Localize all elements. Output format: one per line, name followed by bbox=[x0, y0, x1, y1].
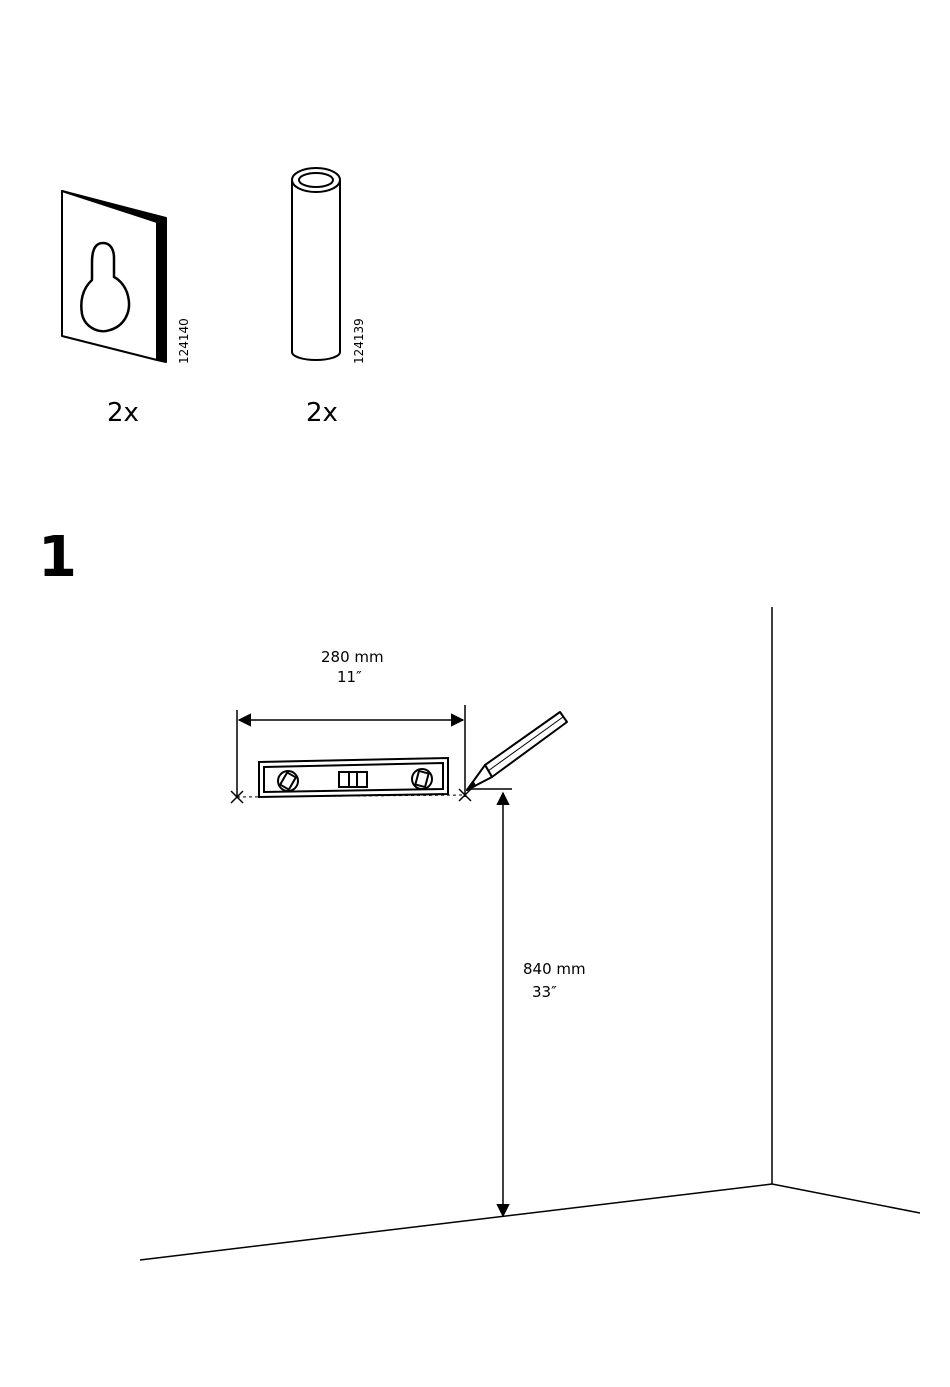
part-id-124139: 124139 bbox=[352, 318, 366, 364]
width-mm-label: 280 mm bbox=[321, 648, 384, 666]
tube-spacer-icon bbox=[292, 168, 340, 360]
part-id-124140: 124140 bbox=[177, 318, 191, 364]
part-quantity: 2x bbox=[306, 398, 338, 428]
height-in-label: 33″ bbox=[532, 983, 557, 1001]
keyhole-bracket-icon bbox=[62, 191, 166, 362]
width-in-label: 11″ bbox=[337, 668, 362, 686]
room-corner bbox=[140, 607, 920, 1260]
part-quantity: 2x bbox=[107, 398, 139, 428]
pencil-icon bbox=[467, 712, 567, 790]
height-dimension bbox=[467, 789, 512, 1216]
spirit-level-icon bbox=[259, 758, 448, 797]
step-number: 1 bbox=[38, 525, 77, 590]
height-mm-label: 840 mm bbox=[523, 960, 586, 978]
